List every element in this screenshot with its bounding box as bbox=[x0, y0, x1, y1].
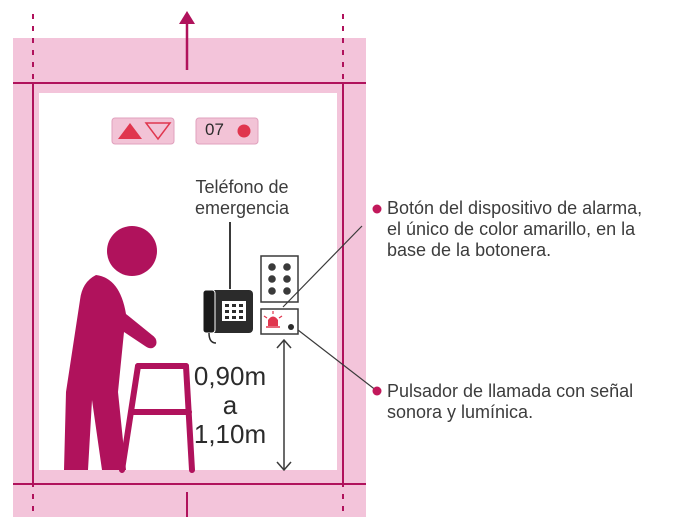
alarm-callout-bullet bbox=[372, 204, 382, 214]
alarm-callout-line bbox=[282, 225, 363, 308]
call-callout-line-1: Pulsador de llamada con señal bbox=[387, 381, 634, 401]
height-label: 0,90m a 1,10m bbox=[180, 362, 280, 449]
alarm-button-callout: Botón del dispositivo de alarma, el únic… bbox=[387, 198, 684, 261]
height-label-line-3: 1,10m bbox=[193, 419, 267, 449]
alarm-callout-line-1: Botón del dispositivo de alarma, bbox=[387, 198, 643, 218]
phone-label: Teléfono de emergencia bbox=[172, 177, 312, 219]
phone-label-line-2: emergencia bbox=[194, 198, 290, 218]
height-label-line-1: 0,90m bbox=[193, 361, 267, 391]
alarm-callout-line-2: el único de color amarillo, en la bbox=[387, 219, 636, 239]
bell-callout-bullet bbox=[372, 386, 382, 396]
floor-number: 07 bbox=[205, 120, 224, 139]
bell-callout-line bbox=[297, 329, 378, 392]
person-with-walker-icon bbox=[64, 226, 195, 473]
height-label-line-2: a bbox=[222, 390, 238, 420]
alarm-callout-line-3: base de la botonera. bbox=[387, 240, 552, 260]
down-arrow-icon bbox=[144, 122, 172, 141]
call-button-callout: Pulsador de llamada con señal sonora y l… bbox=[387, 381, 684, 423]
keypad-icon bbox=[260, 255, 299, 303]
phone-label-line-1: Teléfono de bbox=[195, 177, 289, 197]
height-dimension-arrow bbox=[276, 338, 292, 472]
phone-icon bbox=[202, 289, 253, 344]
up-arrow-icon bbox=[118, 123, 142, 139]
call-callout-line-2: sonora y lumínica. bbox=[387, 402, 534, 422]
alarm-bell-icon bbox=[260, 308, 299, 335]
up-direction-arrow-icon bbox=[179, 11, 195, 24]
red-dot-icon bbox=[237, 124, 251, 138]
floor-indicator-panel bbox=[195, 117, 259, 145]
